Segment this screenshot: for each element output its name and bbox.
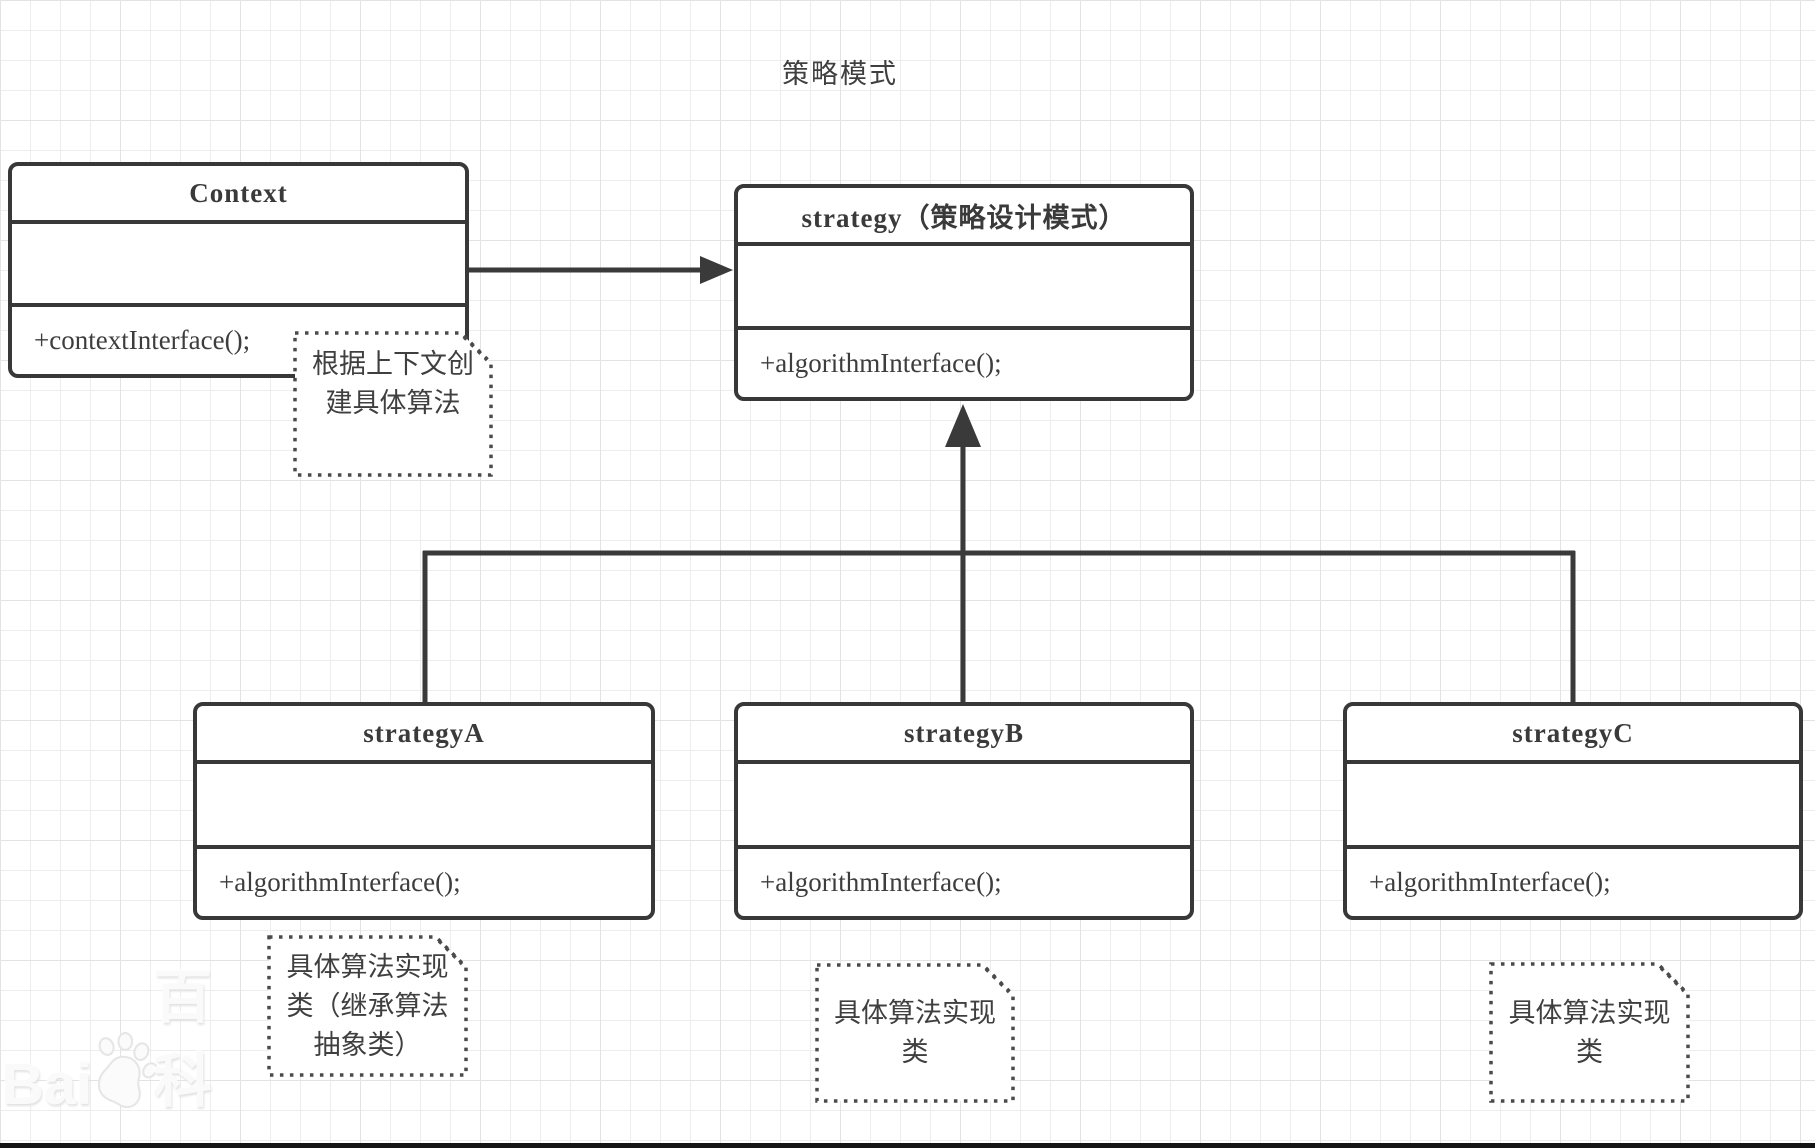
note-strategyC: 具体算法实现类 (1489, 962, 1690, 1103)
inheritance-arrow-strategies-to-strategy (422, 404, 1576, 703)
class-method-strategyB: +algorithmInterface(); (760, 867, 1002, 897)
association-arrow-context-to-strategy (469, 256, 733, 284)
class-title-strategyC: strategyC (1347, 706, 1799, 764)
class-attributes-strategyC (1347, 764, 1799, 849)
class-method-context: +contextInterface(); (34, 325, 251, 355)
note-text: 具体算法实现类 (1508, 997, 1671, 1067)
note-context: 根据上下文创建具体算法 (293, 331, 493, 477)
note-outline (1489, 962, 1690, 1103)
baidu-baike-watermark: Bai 百科 (2, 965, 252, 1118)
class-method-strategyC: +algorithmInterface(); (1369, 867, 1611, 897)
note-text: 根据上下文创建具体算法 (312, 349, 474, 418)
note-outline (267, 935, 468, 1077)
watermark-text-right: 百科 (153, 965, 212, 1114)
class-box-strategyB: strategyB +algorithmInterface(); (734, 702, 1194, 920)
paw-icon (98, 1031, 158, 1109)
class-title-strategyB: strategyB (738, 706, 1190, 764)
note-strategyB: 具体算法实现类 (815, 963, 1015, 1103)
class-title-context: Context (12, 166, 465, 224)
class-title-strategy: strategy（策略设计模式） (738, 188, 1190, 246)
class-box-strategyA: strategyA +algorithmInterface(); (193, 702, 655, 920)
note-strategyA: 具体算法实现类（继承算法抽象类） (267, 935, 468, 1077)
class-box-strategyC: strategyC +algorithmInterface(); (1343, 702, 1803, 920)
class-method-strategyA: +algorithmInterface(); (219, 867, 461, 897)
class-attributes-strategyA (197, 764, 651, 849)
diagram-title: 策略模式 (782, 59, 898, 89)
class-box-strategy: strategy（策略设计模式） +algorithmInterface(); (734, 184, 1194, 401)
note-outline (815, 963, 1015, 1103)
note-text: 具体算法实现类 (834, 998, 996, 1067)
class-attributes-strategyB (738, 764, 1190, 849)
class-attributes-context (12, 224, 465, 307)
class-title-strategyA: strategyA (197, 706, 651, 764)
class-method-strategy: +algorithmInterface(); (760, 348, 1002, 378)
note-outline (293, 331, 493, 477)
bottom-border-line (0, 1143, 1815, 1148)
class-attributes-strategy (738, 246, 1190, 330)
note-text: 具体算法实现类（继承算法抽象类） (286, 951, 449, 1060)
watermark-text-left: Bai (2, 1052, 93, 1117)
